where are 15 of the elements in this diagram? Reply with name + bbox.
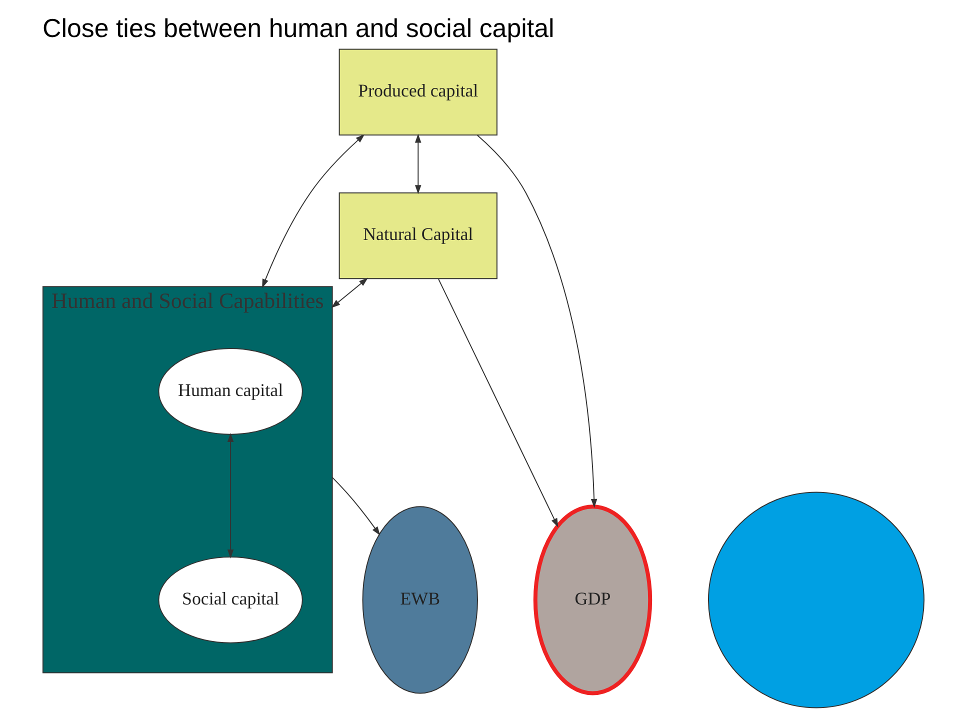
node-ellipse: Social capital — [158, 556, 302, 644]
arrow — [414, 134, 421, 194]
node-box: Produced capital — [338, 48, 497, 136]
node-circle — [708, 492, 924, 708]
arrow — [438, 278, 558, 528]
node-box: Natural Capital — [338, 192, 497, 280]
arrow — [476, 134, 597, 508]
node-ellipse: Human capital — [158, 348, 302, 435]
arrow — [331, 476, 380, 536]
arrow — [330, 278, 368, 308]
diagram-title: Close ties between human and social capital — [42, 15, 554, 44]
node-ellipse: GDP — [532, 504, 652, 696]
arrow — [262, 134, 364, 288]
arrow — [226, 432, 234, 558]
node-ellipse: EWB — [362, 506, 478, 694]
